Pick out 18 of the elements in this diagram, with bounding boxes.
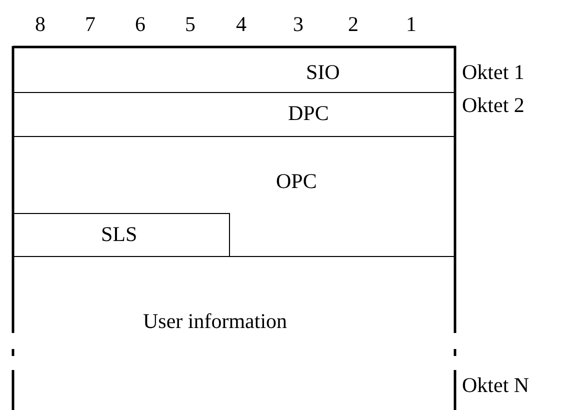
bit-number: 3 bbox=[293, 12, 304, 36]
bit-number: 2 bbox=[348, 12, 358, 36]
octet-label: Oktet N bbox=[462, 373, 530, 397]
field-row bbox=[13, 136, 455, 256]
field-name: OPC bbox=[276, 169, 317, 193]
octet-label: Oktet 2 bbox=[462, 93, 524, 117]
field-name: SLS bbox=[101, 222, 138, 246]
octet-label: Oktet 1 bbox=[462, 60, 524, 84]
field-name: DPC bbox=[288, 101, 329, 125]
bit-number: 6 bbox=[135, 12, 146, 36]
field-name: SIO bbox=[306, 60, 340, 84]
bit-number: 1 bbox=[406, 12, 416, 36]
bit-number: 8 bbox=[35, 12, 46, 36]
bit-number: 5 bbox=[185, 12, 196, 36]
bit-number: 7 bbox=[85, 12, 96, 36]
field-name: User information bbox=[143, 309, 288, 333]
field-box bbox=[13, 213, 230, 257]
bit-number: 4 bbox=[236, 12, 246, 36]
